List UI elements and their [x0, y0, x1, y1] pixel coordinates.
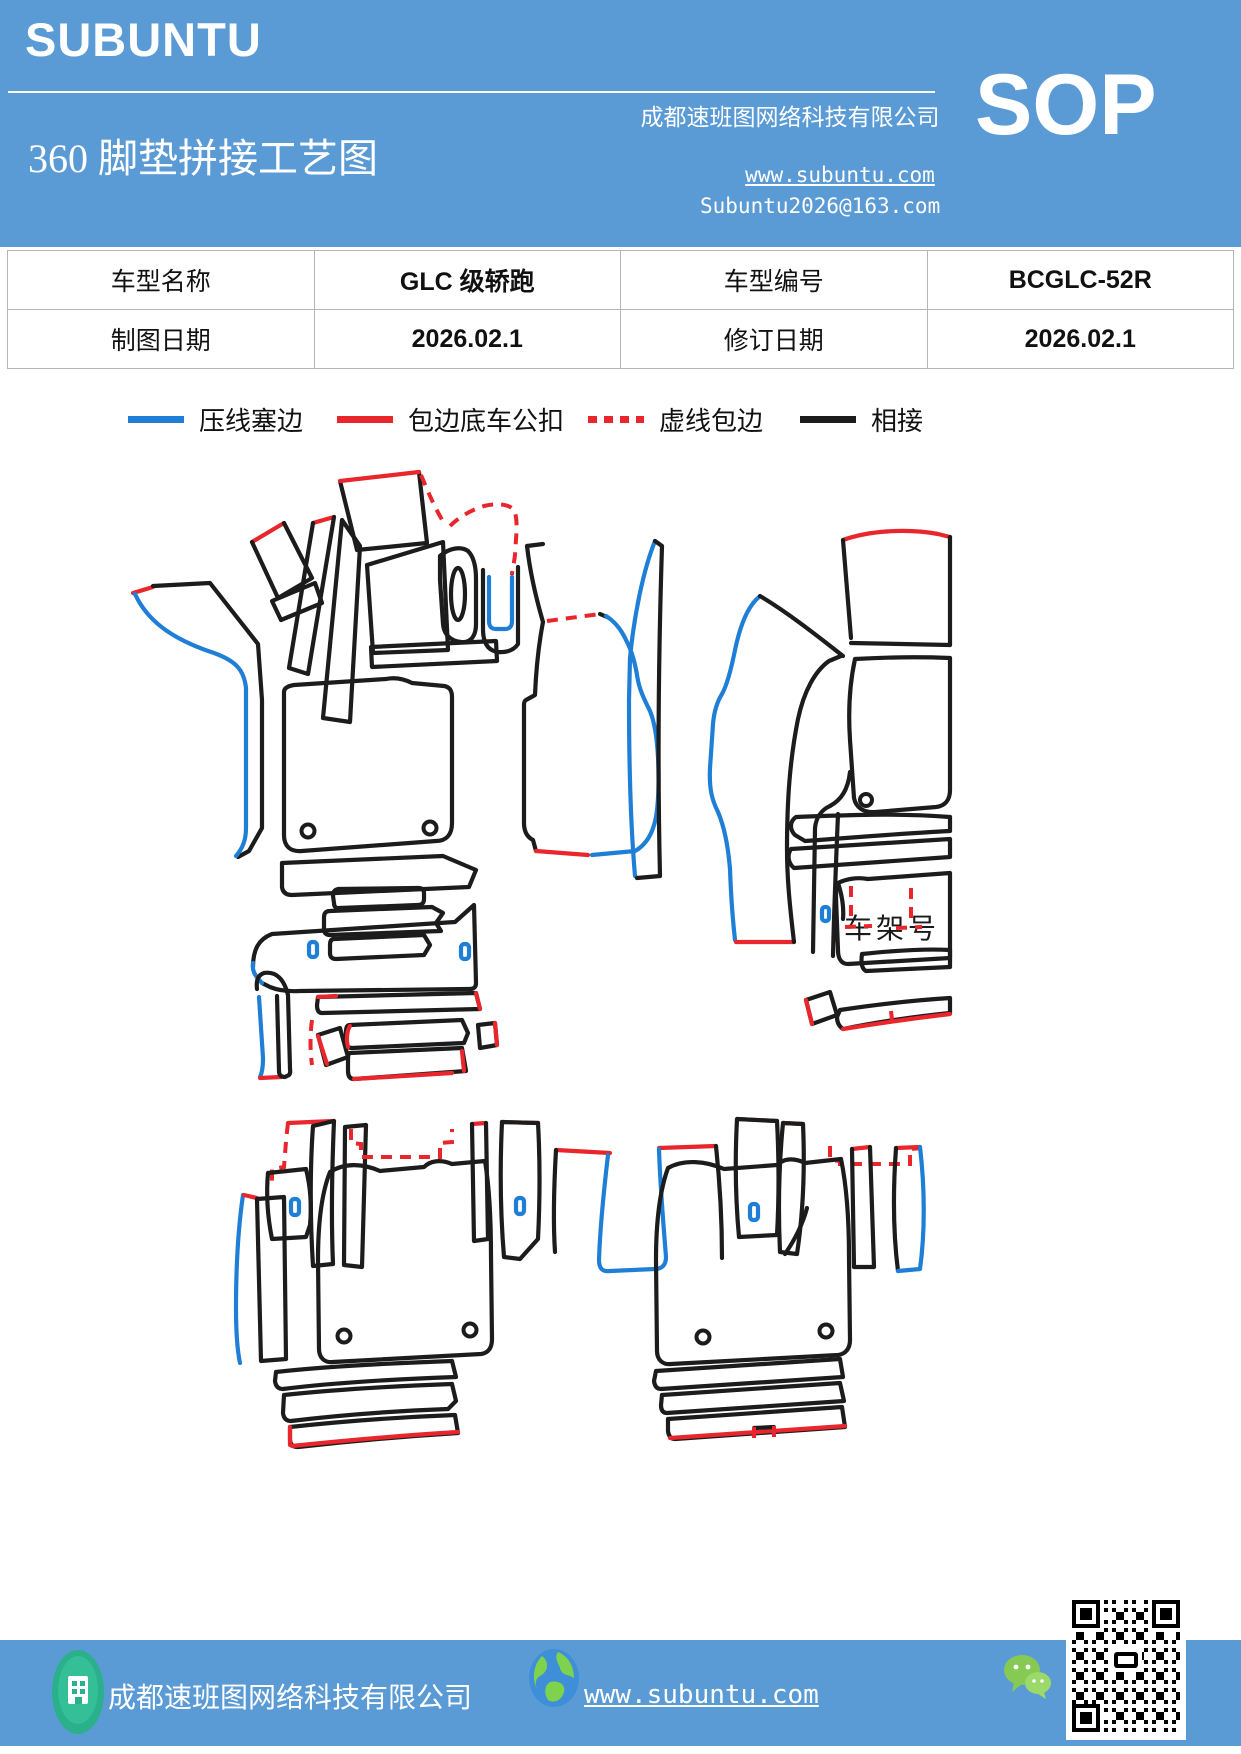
legend-label: 虚线包边 — [659, 406, 764, 436]
qr-code — [1066, 1594, 1186, 1740]
page-title: 360 脚垫拼接工艺图 — [28, 136, 378, 181]
model-code-label: 车型编号 — [620, 250, 928, 310]
front-left-mat-diagram — [130, 469, 661, 998]
revision-date-label: 修订日期 — [620, 309, 928, 369]
footer-company-name: 成都速班图网络科技有限公司 — [108, 1683, 473, 1714]
legend-item-bind-edge: 包边底车公扣 — [337, 402, 564, 436]
chassis-number-label: 车架号 — [844, 913, 940, 945]
revision-date-value: 2026.02.1 — [926, 309, 1234, 369]
legend-red-dashed-swatch — [588, 415, 644, 423]
front-right-mat-diagram: 车架号 — [626, 528, 953, 1032]
table-row: 制图日期 2026.02.1 修订日期 2026.02.1 — [7, 309, 1234, 369]
model-name-value: GLC 级轿跑 — [313, 250, 621, 310]
page-footer: 成都速班图网络科技有限公司 www.subuntu.com — [0, 1594, 1241, 1746]
legend-item-joint: 相接 — [800, 402, 923, 436]
header-email: Subuntu2026@163.com — [700, 194, 941, 218]
model-code-value: BCGLC-52R — [926, 250, 1234, 310]
sop-badge: SOP — [975, 57, 1157, 153]
legend-blue-line-swatch — [128, 415, 184, 423]
legend-black-line-swatch — [800, 415, 856, 423]
wechat-icon — [1004, 1655, 1051, 1699]
table-row: 车型名称 GLC 级轿跑 车型编号 BCGLC-52R — [7, 250, 1234, 310]
legend-item-dashed-edge: 虚线包边 — [588, 402, 763, 436]
header-divider — [8, 91, 935, 93]
draw-date-value: 2026.02.1 — [313, 309, 621, 369]
page-header: SUBUNTU 360 脚垫拼接工艺图 成都速班图网络科技有限公司 SOP ww… — [0, 0, 1241, 247]
footer-website-link[interactable]: www.subuntu.com — [584, 1680, 819, 1710]
draw-date-label: 制图日期 — [7, 309, 315, 369]
header-website-link[interactable]: www.subuntu.com — [745, 163, 935, 187]
rear-mat-diagram — [233, 990, 926, 1450]
globe-icon — [529, 1649, 579, 1707]
legend-item-press-edge: 压线塞边 — [128, 402, 303, 436]
header-company-name: 成都速班图网络科技有限公司 — [640, 105, 940, 130]
model-name-label: 车型名称 — [7, 250, 315, 310]
vehicle-info-table: 车型名称 GLC 级轿跑 车型编号 BCGLC-52R 制图日期 2026.02… — [7, 250, 1234, 369]
legend-red-line-swatch — [337, 415, 393, 423]
legend-label: 相接 — [871, 406, 924, 436]
legend-label: 压线塞边 — [199, 406, 304, 436]
legend-label: 包边底车公扣 — [408, 406, 565, 436]
building-icon — [52, 1650, 104, 1734]
brand-logo: SUBUNTU — [25, 13, 262, 66]
